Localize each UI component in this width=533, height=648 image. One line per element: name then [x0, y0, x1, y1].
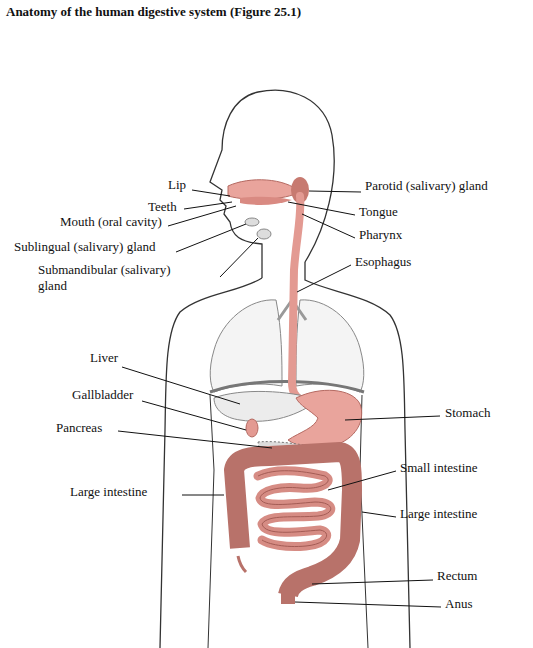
stomach-shape — [288, 390, 362, 447]
large-intestine-label: Large intestine — [70, 484, 147, 500]
sublingual-gland — [245, 218, 259, 226]
left-lung — [210, 300, 282, 392]
anus-label: Anus — [445, 596, 472, 612]
mouth-label: Mouth (oral cavity) — [60, 214, 162, 230]
right-torso-line — [360, 395, 368, 648]
gallbladder-label: Gallbladder — [72, 387, 133, 403]
sublingual-label: Sublingual (salivary) gland — [14, 239, 156, 255]
oral-cavity — [228, 180, 300, 200]
gallbladder-shape — [246, 419, 258, 437]
liver-label: Liver — [90, 350, 118, 366]
large-intestine-shape — [234, 452, 352, 595]
tongue-shape — [240, 197, 292, 205]
small-intestine-label: Small intestine — [400, 460, 478, 476]
small-intestine-shape — [258, 471, 331, 547]
submandibular-gland — [257, 229, 271, 239]
head-outline — [210, 90, 334, 278]
appendix — [238, 556, 246, 572]
esophagus-tube — [292, 196, 302, 400]
lip-label: Lip — [168, 177, 186, 193]
diaphragm — [210, 382, 364, 393]
small-intestine-edge — [258, 471, 331, 547]
left-torso-line — [208, 395, 214, 648]
tongue-label: Tongue — [359, 204, 398, 220]
right-lung — [296, 300, 364, 392]
submandibular-label: Submandibular (salivary) gland — [38, 262, 198, 294]
parotid-label: Parotid (salivary) gland — [365, 178, 488, 194]
pancreas-label: Pancreas — [56, 420, 102, 436]
leader-lines — [118, 190, 441, 607]
esophagus-label: Esophagus — [355, 254, 411, 270]
teeth-label: Teeth — [148, 199, 177, 215]
figure-title: Anatomy of the human digestive system (F… — [6, 4, 301, 20]
pharynx-label: Pharynx — [359, 227, 402, 243]
large-intestine-label: Large intestine — [400, 506, 477, 522]
stomach-label: Stomach — [445, 405, 491, 421]
rectum-shape — [281, 590, 295, 604]
rectum-label: Rectum — [437, 568, 477, 584]
